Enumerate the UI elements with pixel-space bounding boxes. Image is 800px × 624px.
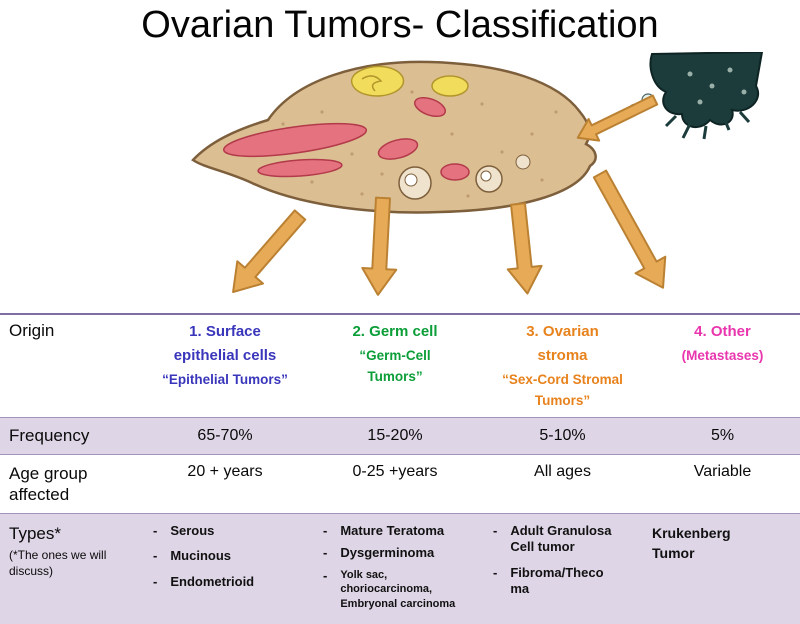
types-cell-epithelial: - Serous - Mucinous - Endometrioid bbox=[140, 523, 310, 624]
type-item: - Endometrioid bbox=[153, 573, 255, 589]
types-row: Types* (*The ones we will discuss) - Ser… bbox=[0, 513, 800, 624]
origin-row: Origin 1. Surface epithelial cells “Epit… bbox=[0, 313, 800, 417]
types-cell-other: Krukenberg Tumor bbox=[645, 523, 800, 624]
age-value: 20 + years bbox=[187, 463, 263, 480]
arrow-to-other bbox=[592, 169, 667, 289]
age-row: Age group affected 20 + years 0-25 +year… bbox=[0, 455, 800, 513]
arrow-to-epithelial bbox=[232, 209, 307, 293]
type-item: - Fibroma/Thecoma bbox=[493, 564, 604, 596]
arrows bbox=[232, 94, 667, 296]
type-item: - Mature Teratoma bbox=[323, 523, 445, 538]
frequency-value: 5-10% bbox=[539, 427, 586, 444]
origin-subtitle: “Epithelial Tumors” bbox=[162, 372, 288, 387]
dash-bullet: - bbox=[153, 573, 158, 589]
age-value: All ages bbox=[534, 463, 591, 480]
origin-title: 4. Other bbox=[694, 323, 751, 340]
classification-table: Origin 1. Surface epithelial cells “Epit… bbox=[0, 313, 800, 624]
type-item: - Serous bbox=[153, 523, 215, 538]
types-row-label: Types* (*The ones we will discuss) bbox=[0, 523, 140, 624]
dash-bullet: - bbox=[323, 567, 328, 583]
metastatic-mass bbox=[649, 50, 764, 140]
dash-bullet: - bbox=[153, 523, 158, 538]
type-item: - Yolk sac, choriocarcinoma, Embryonal c… bbox=[323, 567, 456, 611]
metastasis-arrow bbox=[576, 94, 659, 142]
origin-cell-germ-cell: 2. Germ cell “Germ-Cell Tumors” bbox=[310, 320, 480, 417]
origin-row-label: Origin bbox=[9, 321, 55, 340]
origin-cell-stroma: 3. Ovarian stroma “Sex-Cord Stromal Tumo… bbox=[480, 320, 645, 417]
frequency-value: 5% bbox=[710, 427, 735, 444]
age-value: 0-25 +years bbox=[352, 463, 438, 480]
ovary-figure bbox=[0, 50, 800, 312]
dash-bullet: - bbox=[153, 548, 158, 564]
frequency-value: 65-70% bbox=[197, 427, 253, 444]
origin-cell-epithelial: 1. Surface epithelial cells “Epithelial … bbox=[140, 320, 310, 417]
origin-subtitle: “Germ-Cell Tumors” bbox=[359, 348, 431, 384]
dash-bullet: - bbox=[493, 564, 498, 580]
types-cell-germ-cell: - Mature Teratoma - Dysgerminoma - Yolk … bbox=[310, 523, 480, 624]
age-row-label: Age group affected bbox=[9, 464, 88, 505]
origin-subtitle: (Metastases) bbox=[681, 348, 764, 363]
origin-title: 3. Ovarian stroma bbox=[526, 323, 599, 364]
type-item: - Adult Granulosa Cell tumor bbox=[493, 523, 612, 555]
ovary-stippling bbox=[260, 90, 558, 198]
page-title: Ovarian Tumors- Classification bbox=[141, 4, 659, 46]
type-item: - Mucinous bbox=[153, 548, 232, 564]
age-value: Variable bbox=[693, 463, 752, 480]
origin-title: 1. Surface epithelial cells bbox=[173, 323, 277, 364]
types-label: Types* bbox=[9, 524, 61, 543]
types-cell-stroma: - Adult Granulosa Cell tumor - Fibroma/T… bbox=[480, 523, 645, 624]
dash-bullet: - bbox=[493, 523, 498, 538]
frequency-row-label: Frequency bbox=[9, 426, 90, 446]
dash-bullet: - bbox=[323, 545, 328, 561]
type-item: Krukenberg Tumor bbox=[652, 525, 731, 562]
dash-bullet: - bbox=[323, 523, 328, 538]
types-note: (*The ones we will discuss) bbox=[9, 548, 107, 578]
origin-title: 2. Germ cell bbox=[352, 323, 438, 340]
arrow-to-stroma bbox=[506, 202, 543, 295]
ovary-illustration-svg bbox=[191, 50, 764, 296]
frequency-row: Frequency 65-70% 15-20% 5-10% 5% bbox=[0, 417, 800, 455]
arrow-to-germ-cell bbox=[361, 196, 398, 296]
origin-subtitle: “Sex-Cord Stromal Tumors” bbox=[502, 372, 623, 408]
corpus-hemorrhagicum-structures bbox=[222, 96, 470, 181]
type-item: - Dysgerminoma bbox=[323, 545, 435, 561]
follicles bbox=[398, 154, 531, 200]
frequency-value: 15-20% bbox=[367, 427, 423, 444]
origin-cell-other: 4. Other (Metastases) bbox=[645, 320, 800, 417]
corpus-luteum bbox=[350, 65, 469, 97]
